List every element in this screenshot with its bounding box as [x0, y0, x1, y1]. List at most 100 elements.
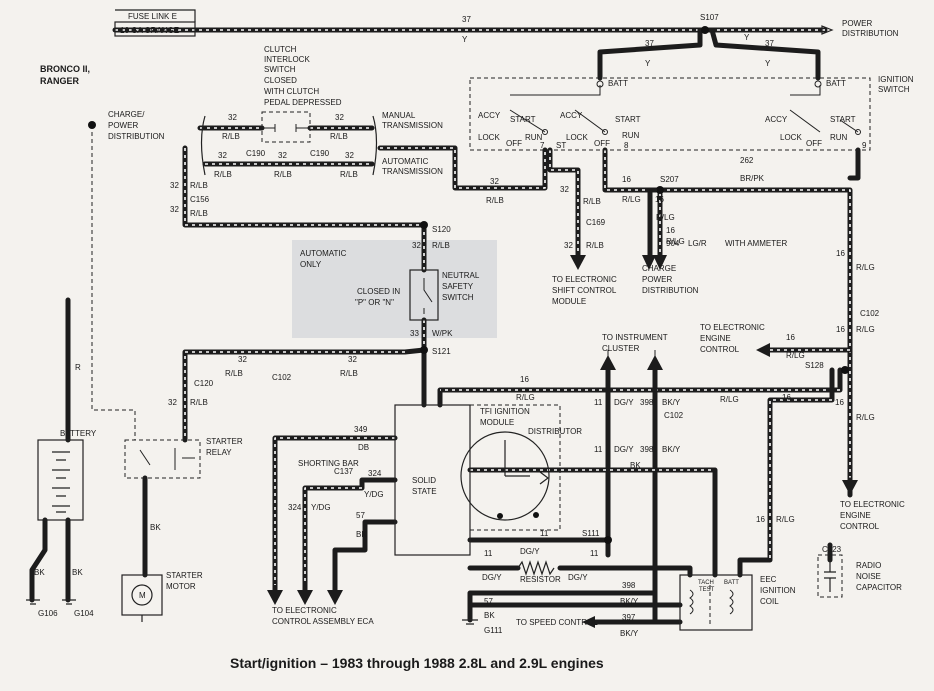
starter-relay-box[interactable]	[124, 439, 201, 479]
motor-circle	[131, 584, 153, 606]
manual-trans-2: TRANSMISSION	[382, 121, 443, 130]
diagram-title: Start/ignition – 1983 through 1988 2.8L …	[230, 655, 604, 671]
tfi-module-box[interactable]	[394, 404, 471, 556]
charge-left-1: CHARGE/	[108, 110, 145, 119]
fuse-link-label-box	[115, 9, 196, 22]
pos-run-1: RUN	[525, 133, 543, 142]
charge-mid-1: CHARGE	[642, 264, 676, 273]
connector-dots	[88, 26, 849, 544]
neutral-switch-box[interactable]	[409, 269, 439, 321]
auto-only-1: AUTOMATIC	[300, 249, 347, 258]
connector-c169: C169	[586, 218, 606, 227]
wl-rlg-d: R/LG	[856, 263, 875, 272]
coil-tach: TACH	[698, 580, 714, 586]
wire-s121-left	[182, 347, 427, 443]
model-line-2: RANGER	[40, 76, 80, 86]
connector-s121: S121	[432, 347, 451, 356]
eca-label-1: TO ELECTRONIC	[272, 606, 337, 615]
wl-rlb-e: R/LB	[340, 170, 358, 179]
wl-dgy-e: DG/Y	[568, 573, 588, 582]
wl-32-c: 32	[218, 151, 227, 160]
tfi-label-2: MODULE	[480, 418, 514, 427]
connector-s107: S107	[700, 13, 719, 22]
clutch-label-5: WITH CLUTCH	[264, 87, 319, 96]
ignition-switch-line-2: SWITCH	[878, 85, 910, 94]
wl-11-e: 11	[590, 549, 599, 558]
charge-mid-3: DISTRIBUTION	[642, 286, 699, 295]
wire-label-y-left: Y	[645, 59, 651, 68]
ignition-switch-line-1: IGNITION	[878, 75, 914, 84]
connector-c102-mid: C102	[664, 411, 684, 420]
wire-398	[467, 590, 658, 623]
ignition-contacts	[509, 80, 861, 135]
wl-11-c: 11	[540, 529, 549, 538]
battery-box[interactable]	[37, 439, 84, 521]
capacitor-plates	[824, 560, 836, 592]
wl-32-a: 32	[228, 113, 237, 122]
wl-rlb-i: R/LB	[225, 369, 243, 378]
wl-57-a: 57	[356, 511, 365, 520]
resistor-icon	[517, 560, 555, 576]
connector-c123: C123	[822, 545, 842, 554]
clutch-label-4: CLOSED	[264, 76, 297, 85]
clutch-label-3: SWITCH	[264, 65, 296, 74]
wl-rlb-h: R/LB	[432, 241, 450, 250]
pos-start-1: START	[510, 115, 536, 124]
wl-16-e: 16	[836, 325, 845, 334]
cap-label-1: RADIO	[856, 561, 881, 570]
with-ammeter: WITH AMMETER	[725, 239, 787, 248]
wl-32-i: 32	[238, 355, 247, 364]
power-dist-line-1: POWER	[842, 19, 872, 28]
connector-s207: S207	[660, 175, 679, 184]
wire-label-y-top: Y	[462, 35, 468, 44]
coil-label-2: IGNITION	[760, 586, 796, 595]
wire-16-tfi	[437, 367, 843, 408]
distributor-circle[interactable]	[460, 431, 550, 521]
wl-dgy-d: DG/Y	[482, 573, 502, 582]
wl-16-h: 16	[520, 375, 529, 384]
charge-left-2: POWER	[108, 121, 138, 130]
trans-bracket-left	[200, 115, 206, 176]
to-eec-right-3: CONTROL	[700, 345, 740, 354]
wire-9	[847, 147, 861, 181]
to-instrument-2: CLUSTER	[602, 344, 640, 353]
pin-9: 9	[862, 141, 867, 150]
wl-rlb-m: R/LB	[586, 241, 604, 250]
solid-state-1: SOLID	[412, 476, 436, 485]
wire-batt-right	[709, 27, 821, 81]
connector-s128: S128	[805, 361, 824, 370]
pin-7: 7	[540, 141, 545, 150]
wl-262: 262	[740, 156, 754, 165]
battery-label: BATTERY	[60, 429, 97, 438]
wl-ydg-a: Y/DG	[364, 490, 384, 499]
wl-rlg-e: R/LG	[856, 325, 875, 334]
wire-batt-left	[597, 27, 703, 81]
fuse-link-box[interactable]	[114, 21, 196, 37]
solid-state-2: STATE	[412, 487, 437, 496]
wl-11-d: 11	[484, 549, 493, 558]
wire-57-eca	[332, 519, 398, 593]
wl-rlb-g: R/LB	[190, 209, 208, 218]
pos-lock-1: LOCK	[478, 133, 500, 142]
wl-bk-c: BK	[630, 461, 641, 470]
capacitor-box[interactable]	[817, 554, 843, 598]
fuse-link-name: FUSE LINK E	[128, 12, 177, 21]
tfi-module-dash	[470, 404, 561, 531]
model-line-1: BRONCO II,	[40, 64, 90, 74]
wire-thin-to-cluster	[607, 350, 656, 370]
wire-16-coil-s	[769, 399, 832, 560]
closed-in-1: CLOSED IN	[357, 287, 400, 296]
wl-33: 33	[410, 329, 419, 338]
clutch-label-1: CLUTCH	[264, 45, 297, 54]
pos-off-1: OFF	[506, 139, 522, 148]
ignition-switch-box[interactable]	[469, 77, 871, 151]
power-arrow-icon	[821, 25, 834, 35]
ignition-coil-box[interactable]	[679, 574, 753, 631]
wl-32-m: 32	[564, 241, 573, 250]
clutch-switch-box[interactable]	[261, 111, 311, 143]
connector-g106: G106	[38, 609, 58, 618]
ground-symbols	[26, 599, 478, 625]
pos-accy-3: ACCY	[765, 115, 788, 124]
cap-label-2: NOISE	[856, 572, 881, 581]
